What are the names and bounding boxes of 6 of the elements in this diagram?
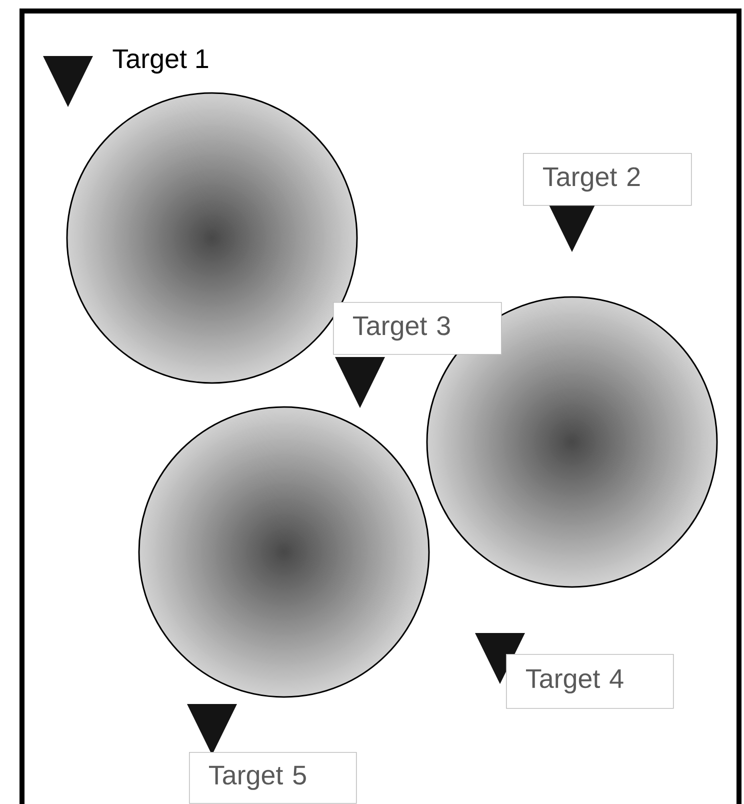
label-box: Target 2 bbox=[523, 153, 692, 206]
shaded-circle bbox=[426, 296, 718, 588]
label-box: Target 3 bbox=[333, 302, 502, 355]
label-box: Target 4 bbox=[506, 654, 674, 709]
shaded-circle bbox=[138, 406, 430, 698]
label-box: Target 5 bbox=[189, 752, 357, 804]
